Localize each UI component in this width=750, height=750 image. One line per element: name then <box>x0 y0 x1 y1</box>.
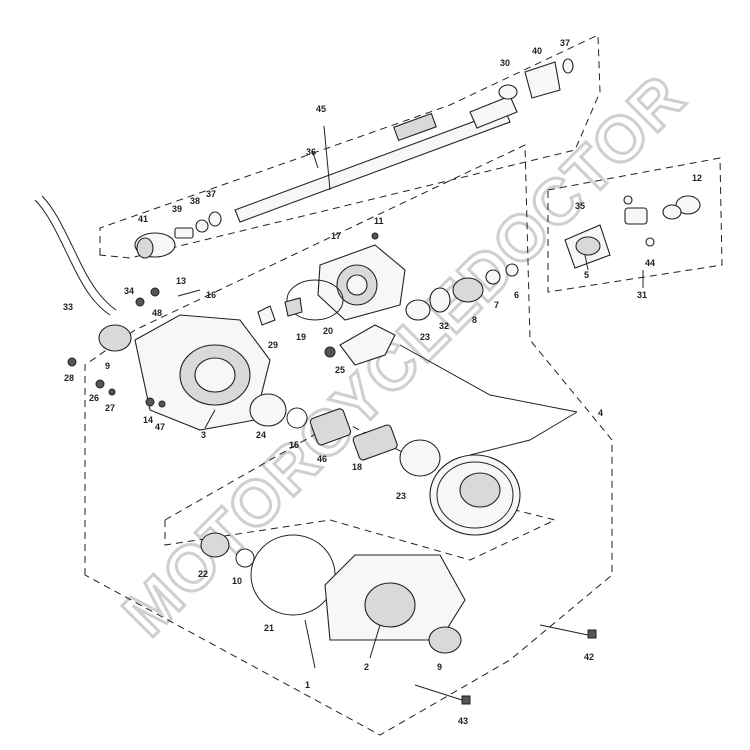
callout-40: 40 <box>532 46 542 56</box>
gear-case-rear <box>324 554 466 654</box>
callout-23b: 23 <box>396 491 406 501</box>
leader-lines <box>204 125 644 669</box>
callout-11: 11 <box>374 216 384 226</box>
callout-37b: 37 <box>206 189 216 199</box>
callout-38: 38 <box>190 196 200 206</box>
gear-bearing-set <box>249 393 441 477</box>
callout-25: 25 <box>335 365 345 375</box>
callout-22: 22 <box>198 569 208 579</box>
callout-35: 35 <box>575 201 585 211</box>
callout-31: 31 <box>637 290 647 300</box>
pinion-gear <box>324 324 396 366</box>
callout-23a: 23 <box>420 332 430 342</box>
callout-9b: 9 <box>437 662 442 672</box>
callout-34: 34 <box>124 286 134 296</box>
callout-24: 24 <box>256 430 266 440</box>
callout-13: 13 <box>176 276 186 286</box>
callout-5: 5 <box>584 270 589 280</box>
callout-36: 36 <box>306 147 316 157</box>
callout-2: 2 <box>364 662 369 672</box>
ring-gear <box>429 454 521 536</box>
bolts <box>414 624 597 705</box>
callout-30: 30 <box>500 58 510 68</box>
small-fasteners <box>67 232 379 408</box>
callout-28: 28 <box>64 373 74 383</box>
callout-27: 27 <box>105 403 115 413</box>
pinion-bearing-stack <box>405 263 519 321</box>
callout-16: 16 <box>206 290 216 300</box>
universal-joint-set <box>564 195 701 269</box>
callout-48: 48 <box>152 308 162 318</box>
callout-39: 39 <box>172 204 182 214</box>
shaft-group-boundary <box>99 34 601 259</box>
outer-boot-set <box>498 58 574 100</box>
callout-41: 41 <box>138 214 148 224</box>
callout-47: 47 <box>155 422 165 432</box>
callout-3: 3 <box>201 430 206 440</box>
yoke-group-boundary <box>547 157 723 293</box>
callout-18: 18 <box>352 462 362 472</box>
callout-1: 1 <box>305 680 310 690</box>
callout-6: 6 <box>514 290 519 300</box>
axle-shaft <box>234 95 518 223</box>
callout-7: 7 <box>494 300 499 310</box>
callout-44: 44 <box>645 258 655 268</box>
callout-14: 14 <box>143 415 153 425</box>
gear-case-front <box>98 314 271 431</box>
callout-21: 21 <box>264 623 274 633</box>
callout-32: 32 <box>439 321 449 331</box>
callout-26: 26 <box>89 393 99 403</box>
callout-9a: 9 <box>105 361 110 371</box>
rear-seal-set <box>200 532 336 616</box>
breather-hose <box>34 195 117 316</box>
callout-45: 45 <box>316 104 326 114</box>
callout-19: 19 <box>296 332 306 342</box>
callout-33: 33 <box>63 302 73 312</box>
callout-8: 8 <box>472 315 477 325</box>
callout-42: 42 <box>584 652 594 662</box>
callout-4: 4 <box>598 408 603 418</box>
callout-46: 46 <box>317 454 327 464</box>
callout-20: 20 <box>323 326 333 336</box>
callout-29: 29 <box>268 340 278 350</box>
callout-37a: 37 <box>560 38 570 48</box>
shaft-boot-set <box>134 211 222 259</box>
callout-15: 15 <box>289 440 299 450</box>
callout-labels: 1 2 3 4 5 6 7 8 9 9 10 11 12 13 14 15 16… <box>63 38 702 726</box>
callout-17: 17 <box>331 231 341 241</box>
bearing-holder <box>286 244 406 321</box>
callout-10: 10 <box>232 576 242 586</box>
callout-43: 43 <box>458 716 468 726</box>
callout-12: 12 <box>692 173 702 183</box>
